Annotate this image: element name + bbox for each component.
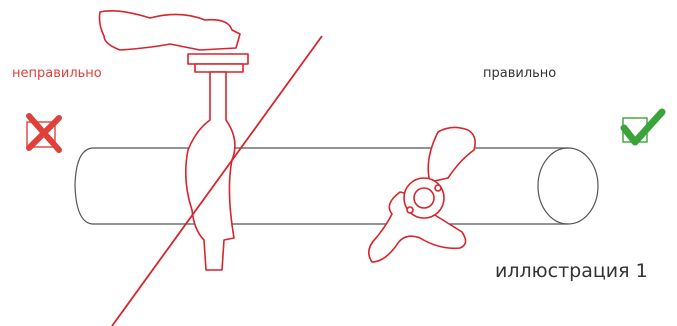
wrong-clamp — [98, 10, 249, 271]
wrong-clamp-body — [184, 71, 236, 271]
pipe-right-end — [537, 147, 599, 225]
correct-clamp-lower — [368, 191, 467, 263]
check-box-icon — [620, 108, 666, 146]
wrong-label: неправильно — [12, 66, 102, 81]
strike-line — [111, 35, 323, 326]
correct-clamp — [368, 126, 476, 263]
illustration-caption: иллюстрация 1 — [495, 260, 648, 282]
pipe-left-end — [74, 147, 93, 225]
wrong-clamp-collar — [187, 53, 249, 65]
pipe — [74, 147, 599, 225]
cross-box-icon — [26, 113, 62, 153]
correct-clamp-hub-inner — [413, 187, 435, 209]
wrong-clamp-handle — [98, 10, 241, 51]
right-label: правильно — [483, 66, 557, 81]
correct-clamp-upper — [427, 126, 476, 183]
